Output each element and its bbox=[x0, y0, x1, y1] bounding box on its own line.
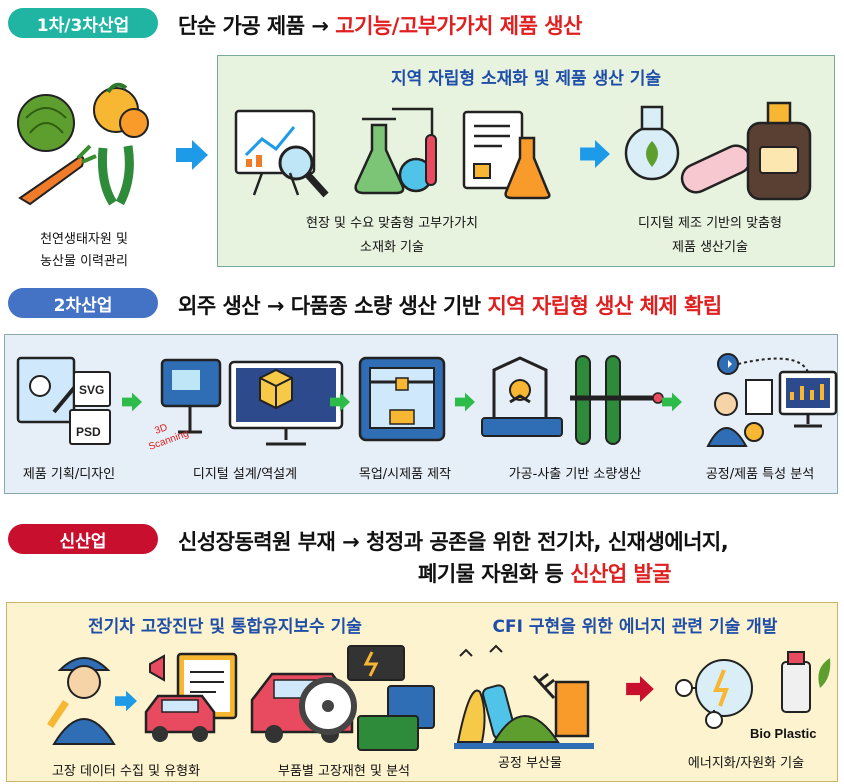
section3-heading-highlight: 신산업 발굴 bbox=[570, 562, 672, 586]
section2-heading-highlight: 지역 자립형 생산 체제 확립 bbox=[487, 294, 722, 318]
step-label-3: 목업/시제품 제작 bbox=[358, 467, 452, 482]
lab-flask-icon bbox=[354, 107, 437, 195]
section1-heading-plain: 단순 가공 제품 → bbox=[178, 14, 336, 38]
design-files-icon: SVG PSD bbox=[16, 356, 111, 445]
section3-heading-line2-plain: 폐기물 자원화 등 bbox=[418, 562, 571, 586]
section3-pill: 신산업 bbox=[8, 524, 158, 554]
section1-item1-line1: 현장 및 수요 맞춤형 고부가가치 bbox=[305, 216, 478, 231]
arrow-right-icon bbox=[330, 392, 350, 412]
car-diagnostic-icon bbox=[144, 652, 238, 742]
arrow-right-icon bbox=[662, 392, 682, 412]
section1-item2-line1: 디지털 제조 기반의 맞춤형 bbox=[638, 216, 782, 231]
section2-heading: 외주 생산 → 다품종 소량 생산 기반 지역 자립형 생산 체제 확립 bbox=[178, 290, 722, 320]
step-label-2: 디지털 설계/역설계 bbox=[192, 467, 298, 482]
section1-pill: 1차/3차산업 bbox=[8, 8, 158, 38]
3d-text: 3D bbox=[153, 422, 169, 437]
newindustry-item-2: 부품별 고장재현 및 분석 bbox=[278, 764, 410, 779]
cosmetic-product-icon bbox=[624, 101, 812, 201]
step-label-1: 제품 기획/디자인 bbox=[22, 467, 116, 482]
psd-file-text: PSD bbox=[76, 425, 101, 439]
car-parts-battery-icon bbox=[250, 645, 435, 751]
3d-printer-icon bbox=[358, 356, 446, 442]
section3-box-title-left: 전기차 고장진단 및 통합유지보수 기술 bbox=[88, 617, 362, 637]
produce-label-line2: 농산물 이력관리 bbox=[40, 254, 128, 269]
newindustry-item-1: 고장 데이터 수집 및 유형화 bbox=[51, 764, 201, 779]
section2-pill: 2차산업 bbox=[8, 288, 158, 318]
document-beaker-icon bbox=[462, 110, 551, 200]
newindustry-item-3: 공정 부산물 bbox=[498, 756, 562, 771]
section1-heading: 단순 가공 제품 → 고기능/고부가가치 제품 생산 bbox=[178, 10, 582, 40]
robot-arm-injection-icon bbox=[481, 355, 664, 445]
section1-item1-line2: 소재화 기술 bbox=[360, 240, 424, 255]
waste-byproduct-icon bbox=[454, 644, 594, 749]
section3-heading-line2: 폐기물 자원화 등 신산업 발굴 bbox=[418, 558, 672, 588]
3d-scanner-monitor-icon: 3D Scanning bbox=[147, 358, 344, 453]
svg-file-text: SVG bbox=[79, 383, 104, 397]
mechanic-icon bbox=[47, 657, 116, 745]
vegetables-icon bbox=[17, 82, 149, 206]
produce-label-line1: 천연생태자원 및 bbox=[40, 232, 128, 247]
section3-heading-line1: 신성장동력원 부재 → 청정과 공존을 위한 전기차, 신재생에너지, bbox=[178, 530, 729, 554]
process-analysis-icon bbox=[706, 353, 838, 447]
energy-recycle-icon: Bio Plastic bbox=[675, 651, 831, 741]
section1-box-title: 지역 자립형 소재화 및 제품 생산 기술 bbox=[390, 69, 662, 89]
arrow-right-icon bbox=[176, 140, 208, 170]
analysis-chart-icon bbox=[234, 109, 329, 198]
section1-heading-highlight: 고기능/고부가가치 제품 생산 bbox=[335, 14, 582, 38]
section2-heading-plain: 외주 생산 → 다품종 소량 생산 기반 bbox=[178, 294, 488, 318]
section3-box-title-right: CFI 구현을 위한 에너지 관련 기술 개발 bbox=[492, 617, 778, 637]
newindustry-item-4: 에너지화/자원화 기술 bbox=[687, 756, 805, 771]
step-label-4: 가공-사출 기반 소량생산 bbox=[508, 467, 642, 482]
arrow-right-icon bbox=[122, 392, 142, 412]
arrow-right-icon bbox=[580, 140, 610, 168]
section1-item2-line2: 제품 생산기술 bbox=[672, 240, 748, 255]
arrow-right-icon bbox=[115, 690, 137, 712]
bio-plastic-text: Bio Plastic bbox=[750, 726, 816, 741]
arrow-right-icon bbox=[626, 676, 654, 702]
arrow-right-icon bbox=[455, 392, 475, 412]
step-label-5: 공정/제품 특성 분석 bbox=[705, 467, 815, 482]
